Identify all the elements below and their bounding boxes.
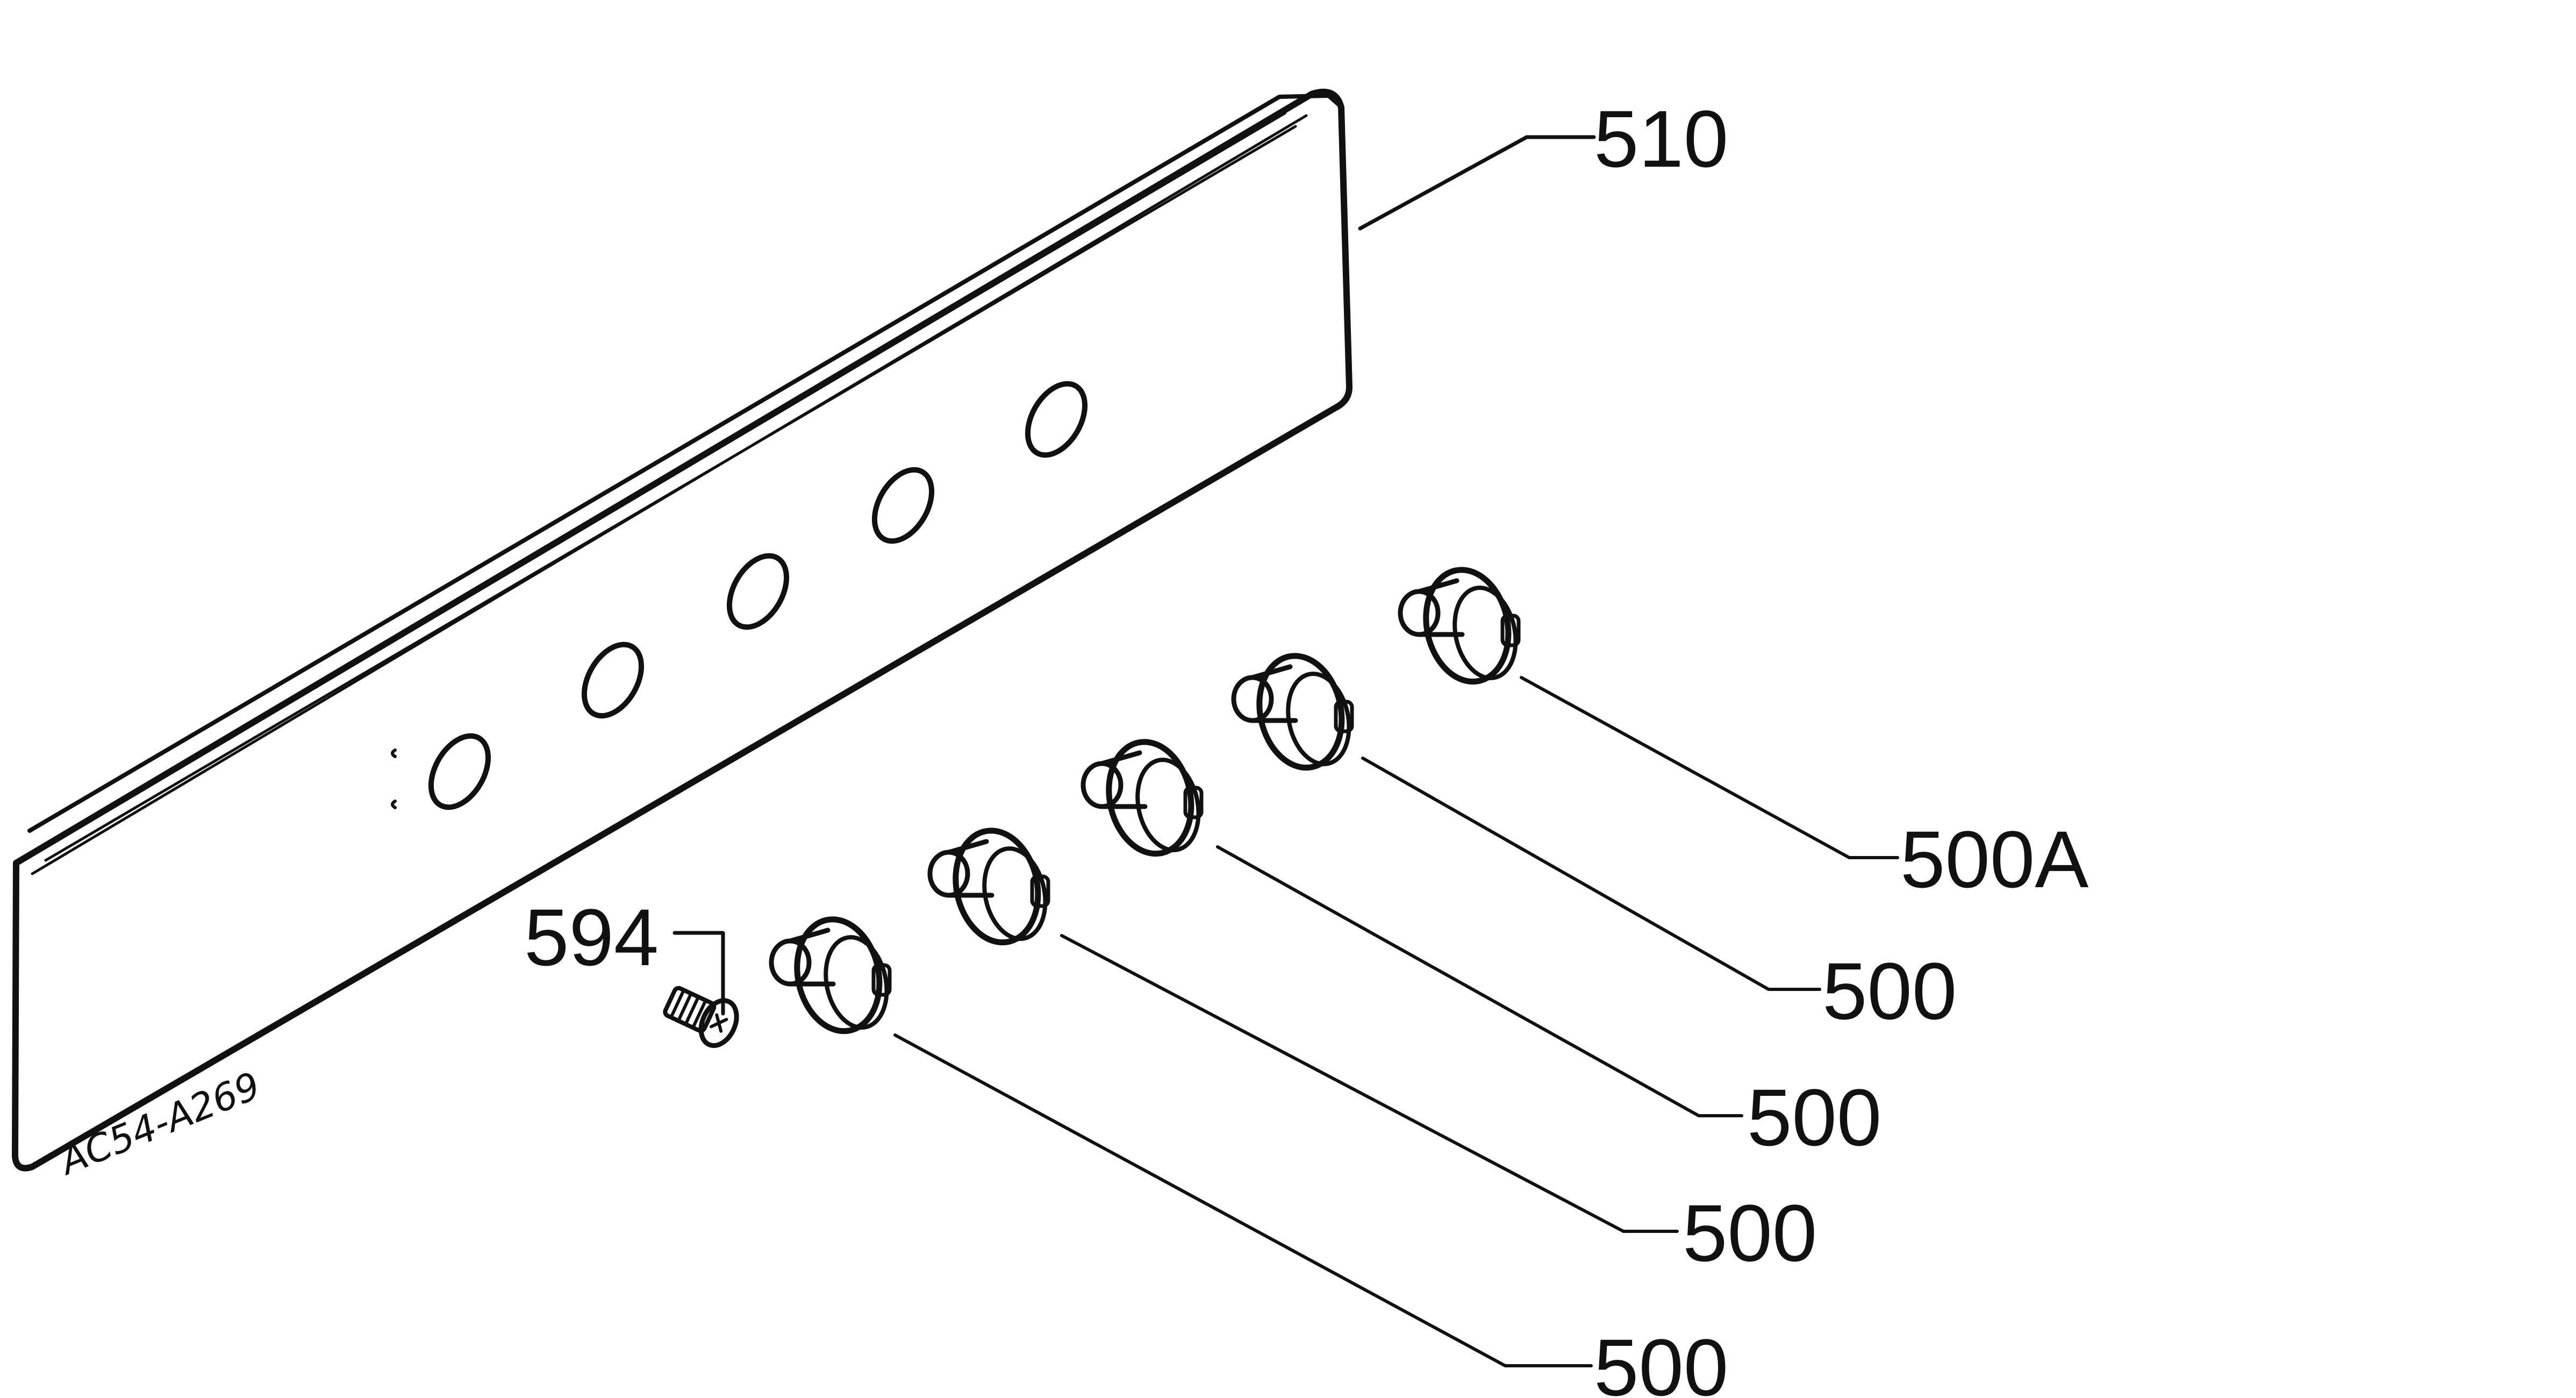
screw-icon bbox=[663, 986, 739, 1048]
panel-hole-4 bbox=[871, 467, 935, 544]
callout-knob-5: 500A bbox=[1900, 814, 2088, 904]
knob-2-icon bbox=[927, 828, 1050, 946]
callout-knob-3: 500 bbox=[1747, 1072, 1881, 1162]
control-panel bbox=[12, 89, 1353, 1172]
leader-line-knob-4 bbox=[1361, 757, 1821, 991]
panel-hole-2 bbox=[581, 641, 645, 719]
knob-3-icon bbox=[1081, 739, 1204, 857]
leader-lines bbox=[672, 135, 1899, 1367]
callout-510: 510 bbox=[1594, 94, 1728, 184]
panel-hole-3 bbox=[726, 553, 790, 630]
leader-line-knob-3 bbox=[1216, 845, 1743, 1117]
knob-4-icon bbox=[1231, 653, 1354, 771]
callout-knob-2: 500 bbox=[1683, 1188, 1817, 1278]
leader-line-knob-1 bbox=[893, 1033, 1593, 1367]
drawing-code: AC54-A269 bbox=[52, 1064, 266, 1185]
leader-line-510 bbox=[1358, 135, 1596, 231]
knob-1-icon bbox=[769, 916, 892, 1035]
leader-line-594 bbox=[672, 931, 725, 1016]
leader-line-knob-2 bbox=[1060, 934, 1679, 1233]
leader-line-knob-5 bbox=[1520, 676, 1899, 859]
panel-hole-1 bbox=[428, 733, 491, 810]
knob-5-icon bbox=[1398, 567, 1521, 685]
callout-knob-1: 500 bbox=[1594, 1322, 1728, 1398]
callout-knob-4: 500 bbox=[1822, 946, 1957, 1036]
callout-594: 594 bbox=[524, 892, 659, 982]
panel-hole-5 bbox=[1025, 381, 1088, 458]
